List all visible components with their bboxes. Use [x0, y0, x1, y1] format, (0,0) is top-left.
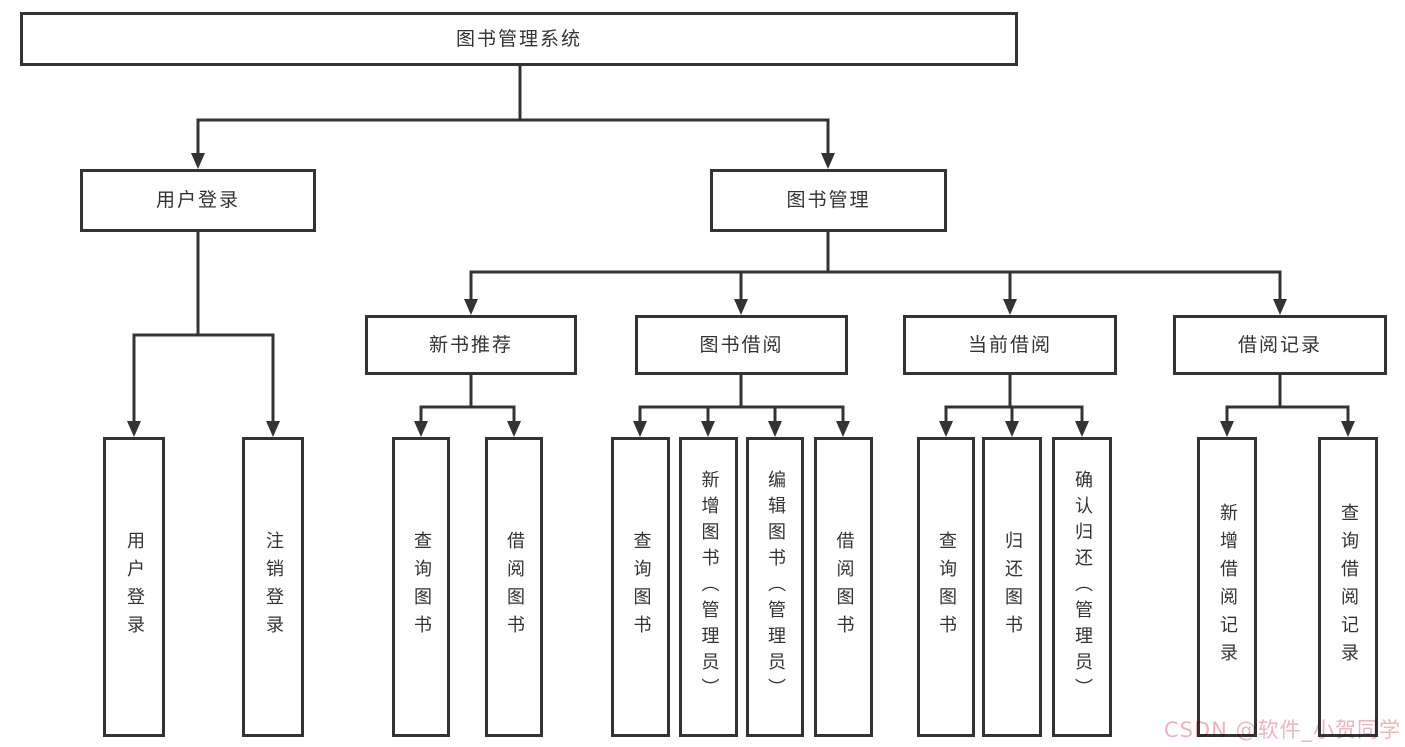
connector-root-to-level2 — [196, 66, 830, 157]
leaf-borrow-borrow-books: 借阅图书 — [814, 437, 873, 737]
arrow-leaf-cb-return — [1005, 421, 1019, 437]
arrow-records — [1273, 299, 1287, 315]
connector-borrow-to-leaves — [638, 375, 845, 425]
arrow-leaf-cb-confirm — [1075, 421, 1089, 437]
arrow-login — [191, 153, 205, 169]
node-user-login: 用户登录 — [80, 169, 316, 232]
leaf-current-query-books: 查询图书 — [917, 437, 975, 737]
leaf-current-confirm-return-admin: 确认归还（管理员） — [1052, 437, 1112, 737]
leaf-borrow-add-books-admin: 新增图书（管理员） — [679, 437, 738, 737]
arrow-leaf-rec-query — [1341, 421, 1355, 437]
arrow-mgmt — [821, 153, 835, 169]
arrow-leaf-bb-query — [633, 421, 647, 437]
node-system-title: 图书管理系统 — [20, 12, 1018, 66]
node-book-management: 图书管理 — [710, 169, 947, 232]
leaf-newbooks-borrow-books: 借阅图书 — [485, 437, 543, 737]
leaf-user-login: 用户登录 — [103, 437, 165, 737]
leaf-records-add-record: 新增借阅记录 — [1197, 437, 1257, 737]
arrow-leaf-bb-edit — [768, 421, 782, 437]
leaf-borrow-edit-books-admin: 编辑图书（管理员） — [746, 437, 804, 737]
csdn-watermark: CSDN @软件_小贺同学 — [1163, 718, 1401, 742]
arrow-borrow — [734, 299, 748, 315]
arrow-leaf-cb-query — [939, 421, 953, 437]
arrow-current — [1003, 299, 1017, 315]
node-book-borrow: 图书借阅 — [635, 315, 848, 375]
connector-mgmt-to-level3 — [469, 232, 1282, 303]
node-current-borrow: 当前借阅 — [903, 315, 1117, 375]
connector-records-to-leaves — [1225, 375, 1350, 425]
leaf-logout: 注销登录 — [242, 437, 304, 737]
arrow-leaf-rec-add — [1220, 421, 1234, 437]
leaf-borrow-query-books: 查询图书 — [611, 437, 670, 737]
arrow-leaf-bb-borrow — [836, 421, 850, 437]
arrow-leaf-bb-add — [701, 421, 715, 437]
leaf-newbooks-query-books: 查询图书 — [392, 437, 450, 737]
node-new-book-recommend: 新书推荐 — [365, 315, 577, 375]
node-borrow-records: 借阅记录 — [1173, 315, 1387, 375]
arrow-leaf-nb-query — [414, 421, 428, 437]
leaf-current-return-books: 归还图书 — [982, 437, 1042, 737]
leaf-records-query-record: 查询借阅记录 — [1318, 437, 1378, 737]
arrowheads — [127, 153, 1355, 437]
arrow-newbooks — [464, 299, 478, 315]
arrow-leaf-userlogin — [127, 421, 141, 437]
arrow-leaf-nb-borrow — [507, 421, 521, 437]
arrow-leaf-logout — [266, 421, 280, 437]
connector-newbooks-to-leaves — [419, 375, 516, 425]
connector-current-to-leaves — [944, 375, 1084, 425]
connector-login-to-leaves — [132, 232, 275, 425]
